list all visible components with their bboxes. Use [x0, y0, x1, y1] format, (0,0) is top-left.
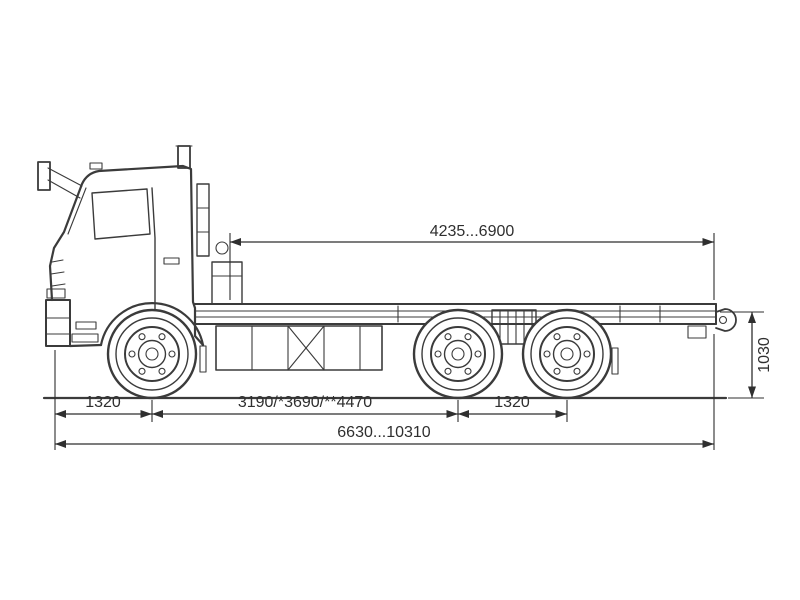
front-bumper	[45, 299, 71, 347]
mirror	[37, 161, 51, 191]
dim-label-front-overhang: 1320	[85, 394, 121, 411]
front-wheel-arch	[99, 302, 205, 347]
rear-wheel-1	[412, 308, 504, 400]
dim-label-overall-length: 6630...10310	[337, 424, 431, 441]
front-wheel	[106, 308, 198, 400]
rear-mudflap	[611, 347, 619, 375]
side-window	[91, 188, 151, 240]
dim-label-wheelbase: 3190/*3690/**4470	[238, 394, 372, 411]
truck-drawing	[37, 145, 737, 400]
behind-cab-equipment	[175, 145, 243, 305]
door-handle	[163, 257, 180, 265]
cab	[37, 161, 205, 348]
rear-wheel-2	[521, 308, 613, 400]
headlight	[46, 288, 66, 299]
dim-label-top-span: 4235...6900	[430, 223, 515, 240]
tow-hitch	[687, 308, 737, 339]
windshield	[67, 187, 87, 235]
roof-beacon	[89, 162, 103, 170]
dim-label-rear-axle-spacing: 1320	[494, 394, 530, 411]
cab-step-lower	[71, 333, 99, 343]
cab-step-upper	[75, 321, 97, 330]
door-seam	[151, 187, 156, 335]
dimension-lines: 4235...6900 1030 1320 3190/*3690/**4470 …	[54, 223, 773, 450]
dim-label-frame-height: 1030	[756, 337, 773, 373]
between-axle-equipment	[215, 325, 383, 371]
front-mudflap	[199, 345, 207, 373]
